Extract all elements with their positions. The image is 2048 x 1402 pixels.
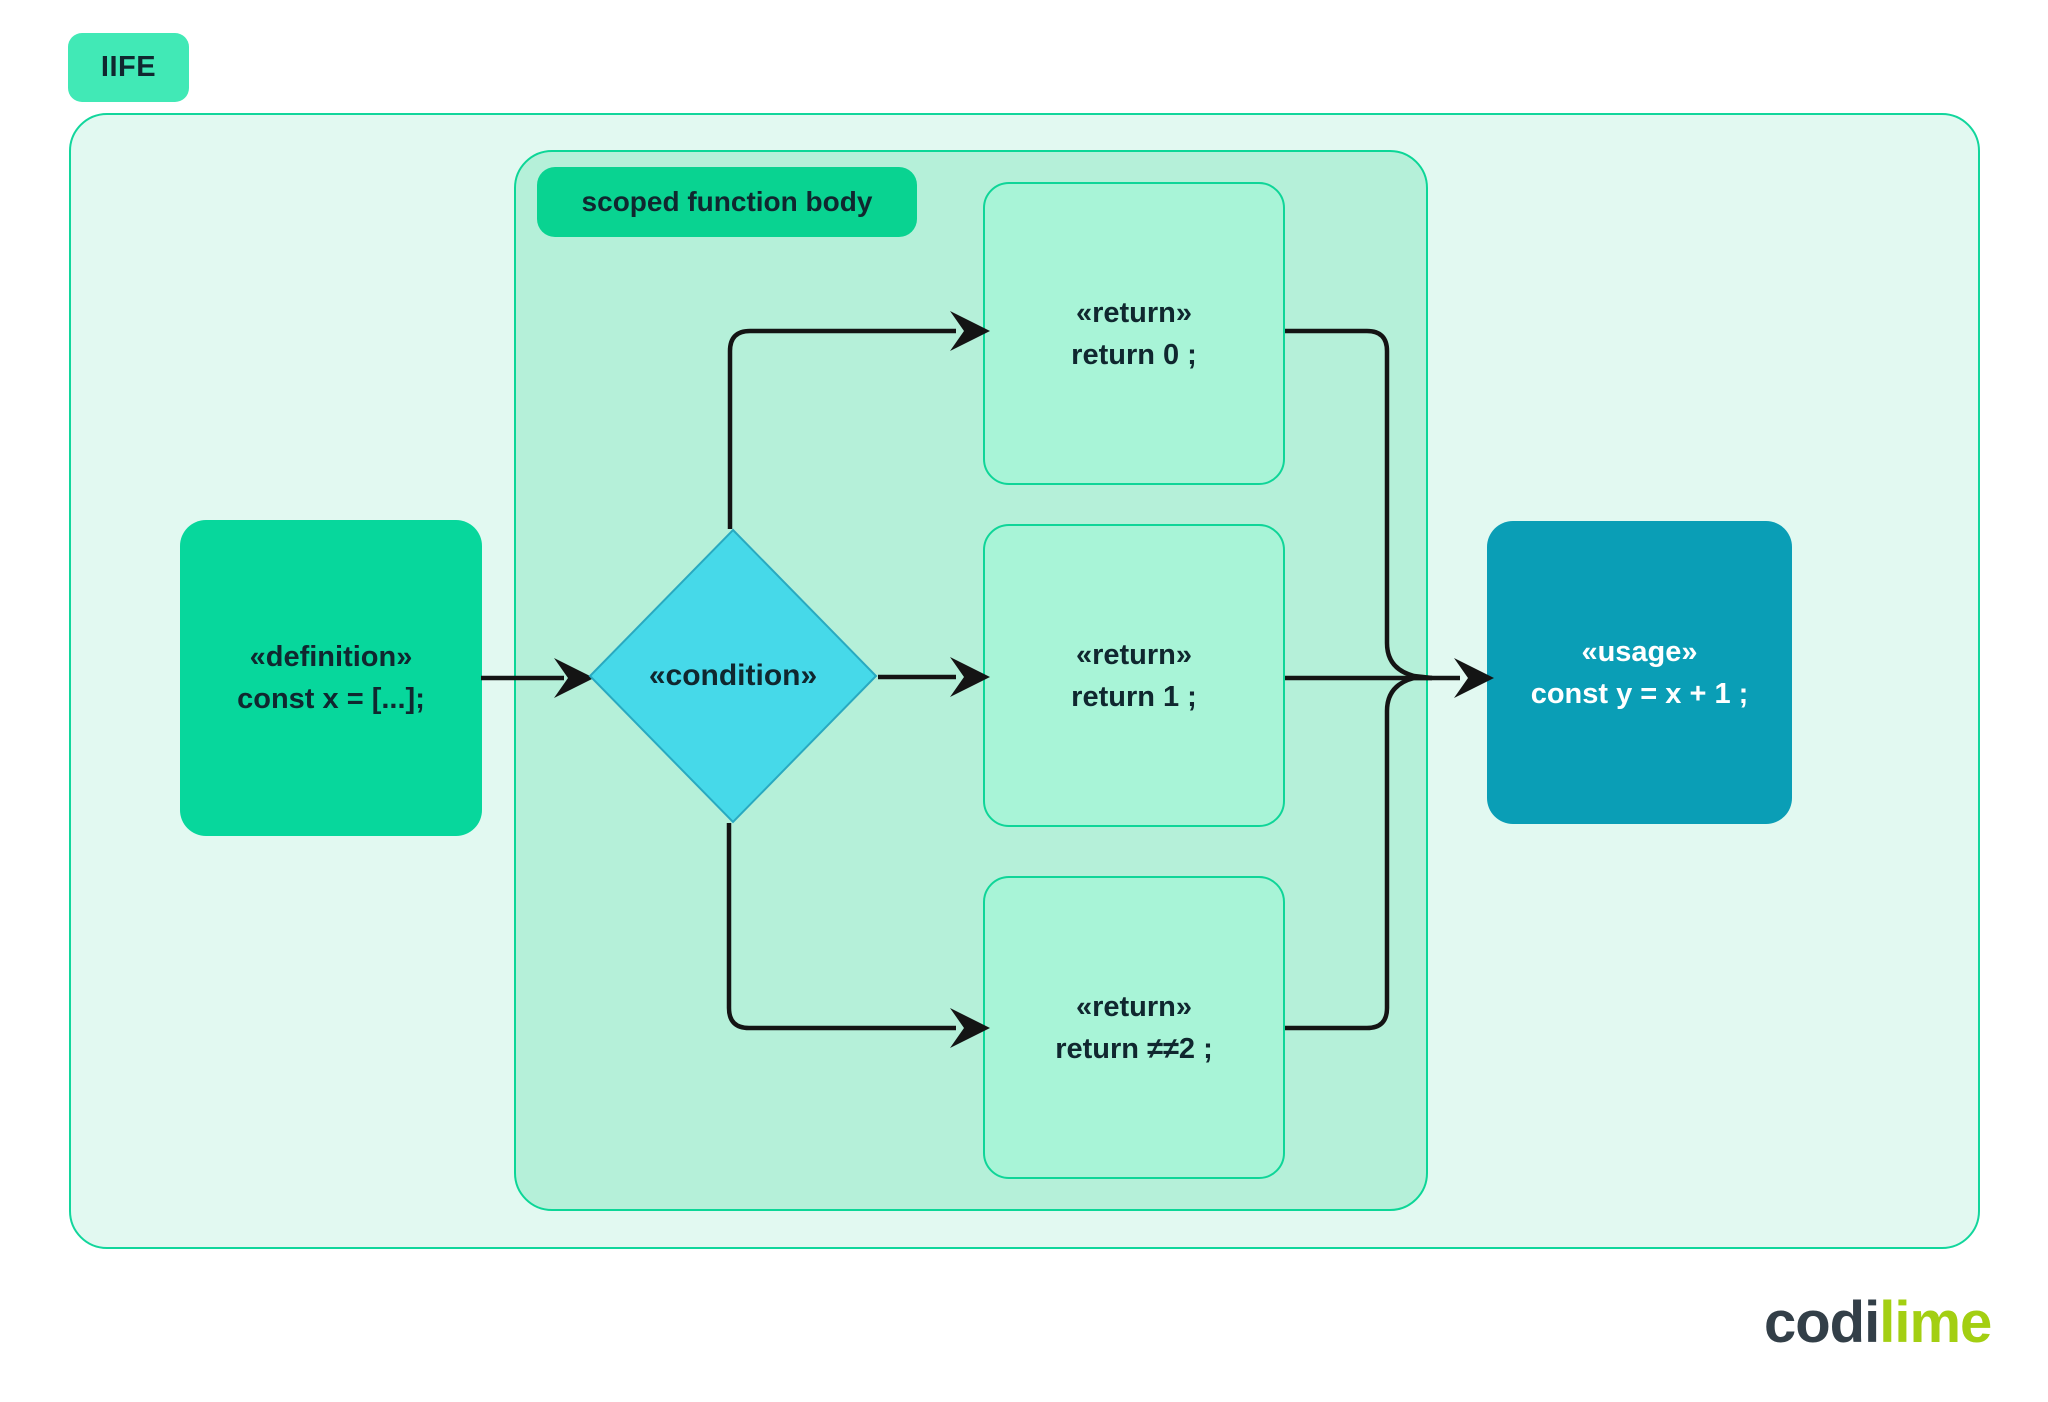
- return-2-code: return ≠≠2 ;: [1055, 1032, 1213, 1065]
- return-2-stereotype: «return»: [1075, 990, 1193, 1023]
- return-1-code: return 1 ;: [1071, 680, 1197, 713]
- return-1-node: «return» return 1 ;: [983, 524, 1285, 827]
- return-0-node: «return» return 0 ;: [983, 182, 1285, 485]
- iife-title-label: IIFE: [100, 51, 157, 83]
- codilime-logo-dark-part: codi: [1764, 1290, 1880, 1355]
- scoped-function-body-label: scoped function body: [581, 186, 873, 217]
- codilime-logo-lime-part: lime: [1879, 1290, 1992, 1355]
- scoped-function-body-badge: scoped function body: [537, 167, 917, 237]
- return-1-stereotype: «return»: [1075, 638, 1193, 671]
- usage-stereotype: «usage»: [1581, 635, 1698, 668]
- usage-code: const y = x + 1 ;: [1530, 677, 1749, 710]
- definition-code: const x = [...];: [237, 683, 425, 715]
- definition-node: «definition» const x = [...];: [180, 520, 482, 836]
- return-2-node: «return» return ≠≠2 ;: [983, 876, 1285, 1179]
- return-0-code: return 0 ;: [1071, 338, 1197, 371]
- condition-label: «condition»: [648, 659, 818, 692]
- codilime-logo: codilime: [1764, 1290, 1992, 1355]
- return-0-stereotype: «return»: [1075, 296, 1193, 329]
- usage-node: «usage» const y = x + 1 ;: [1487, 521, 1792, 824]
- iife-title-badge: IIFE: [68, 33, 189, 102]
- definition-stereotype: «definition»: [249, 641, 413, 673]
